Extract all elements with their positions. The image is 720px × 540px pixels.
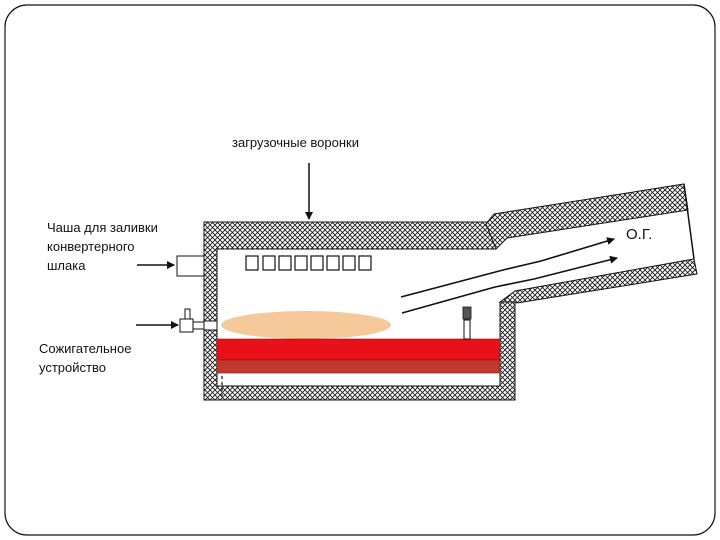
offgas-label: О.Г. — [626, 226, 653, 243]
charging-funnel — [262, 255, 276, 271]
burner-body — [179, 318, 194, 333]
burner-nozzle — [192, 321, 205, 330]
burner-label-line: Сожигательное — [39, 341, 132, 356]
charging-funnel — [278, 255, 292, 271]
charging-funnel — [342, 255, 356, 271]
charging-funnel-row — [245, 255, 372, 271]
charging-funnel — [294, 255, 308, 271]
burner-top — [184, 308, 191, 320]
charging-funnel — [358, 255, 372, 271]
charging-funnel — [310, 255, 324, 271]
burner-label-line: устройство — [39, 360, 106, 375]
charging-funnel — [326, 255, 340, 271]
burner-label: Сожигательное устройство — [39, 339, 131, 377]
burner-tip — [203, 320, 218, 331]
slag-bowl-label-line: шлака — [47, 258, 86, 273]
duct-outlet — [683, 183, 695, 260]
slag-bowl-label: Чаша для заливки конвертерного шлака — [47, 218, 158, 275]
probe-body — [463, 319, 471, 340]
gas-flow-arrows — [400, 237, 618, 314]
charging-funnel — [245, 255, 259, 271]
charging-funnels-label: загрузочные воронки — [232, 135, 359, 150]
charge-heap — [221, 311, 391, 339]
slag-bowl-box — [176, 255, 205, 277]
gas-flow-arrow — [400, 237, 615, 298]
bottom-layer — [216, 359, 501, 374]
probe — [462, 306, 472, 340]
molten-layer — [216, 338, 501, 361]
duct-lower-wall — [498, 258, 698, 304]
slag-bowl-label-line: конвертерного — [47, 239, 135, 254]
burner-device — [179, 308, 218, 333]
gas-flow-arrow — [401, 255, 618, 314]
probe-head — [462, 306, 472, 320]
slag-bowl-label-line: Чаша для заливки — [47, 220, 158, 235]
